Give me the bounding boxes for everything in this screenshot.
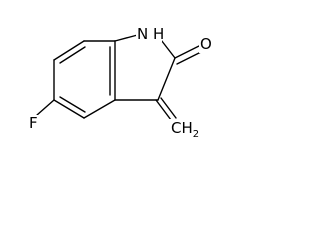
f-atom-label: F	[29, 114, 38, 132]
bond-methylene-left	[155, 99, 172, 121]
nh-atom-label: N H	[137, 25, 164, 43]
ch2-atom-label: CH2	[171, 119, 199, 140]
o-atom-label: O	[200, 35, 212, 53]
bond-c3-c2	[53, 99, 85, 119]
bond-carbonyl-inner	[176, 51, 202, 65]
f-label-mask	[27, 115, 41, 133]
ch2-label-mask	[168, 119, 199, 141]
bond-carbonyl-outer	[174, 45, 200, 59]
bond-c4-c3	[83, 99, 116, 119]
nh-label-mask	[136, 24, 162, 42]
bond-methylene-right	[160, 97, 177, 119]
bond-c1-c0	[53, 40, 85, 61]
bond-inner-c3-c2	[59, 96, 86, 113]
bond-inner-c1-c0	[59, 46, 86, 64]
bond-c2-c3	[157, 57, 176, 101]
bond-c2-f	[36, 99, 55, 116]
ch2-main-text: CH	[171, 119, 193, 137]
molecule-structure-drawing: N H O F CH2	[27, 24, 214, 141]
o-label-mask	[199, 35, 214, 53]
ch2-subscript: 2	[193, 129, 199, 140]
